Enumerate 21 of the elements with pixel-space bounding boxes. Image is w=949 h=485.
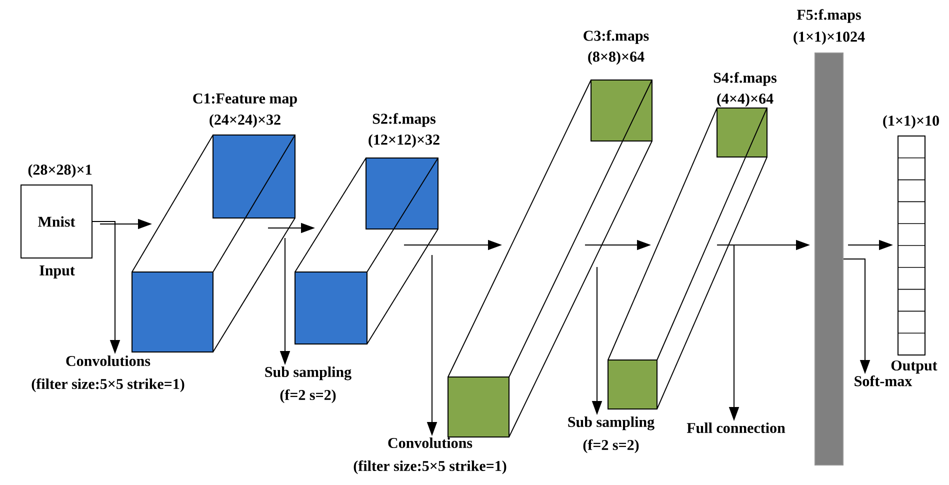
layer-heading: C3:f.maps (584, 30, 649, 44)
layer-heading: C1:Feature map (193, 93, 297, 107)
operation-label: Sub sampling (f=2 s=2) (568, 416, 654, 454)
layer-heading: (24×24)×32 (210, 114, 280, 128)
node-caption: Output (891, 360, 938, 374)
layer-heading: (12×12)×32 (368, 134, 440, 148)
layer-heading: F5:f.maps (796, 9, 861, 23)
operation-label: Sub sampling (f=2 s=2) (265, 366, 352, 404)
layer-heading: (4×4)×64 (717, 93, 774, 107)
layer-heading: S2:f.maps (372, 113, 436, 127)
input-box: Mnist (20, 184, 92, 258)
operation-label: Full connection (686, 422, 786, 434)
size-label: (1×1)×10 (883, 115, 939, 129)
operation-label: Convolutions (filter size:5×5 strike=1) (32, 356, 184, 392)
layer-heading: (1×1)×1024 (794, 31, 865, 45)
layer-heading: S4:f.maps (714, 72, 777, 86)
operation-label: Soft-max (854, 376, 912, 386)
node-caption: Input (40, 266, 75, 279)
size-label: (28×28)×1 (28, 164, 92, 178)
layer-heading: (8×8)×64 (588, 51, 644, 65)
operation-label: Convolutions (filter size:5×5 strike=1) (354, 438, 506, 474)
